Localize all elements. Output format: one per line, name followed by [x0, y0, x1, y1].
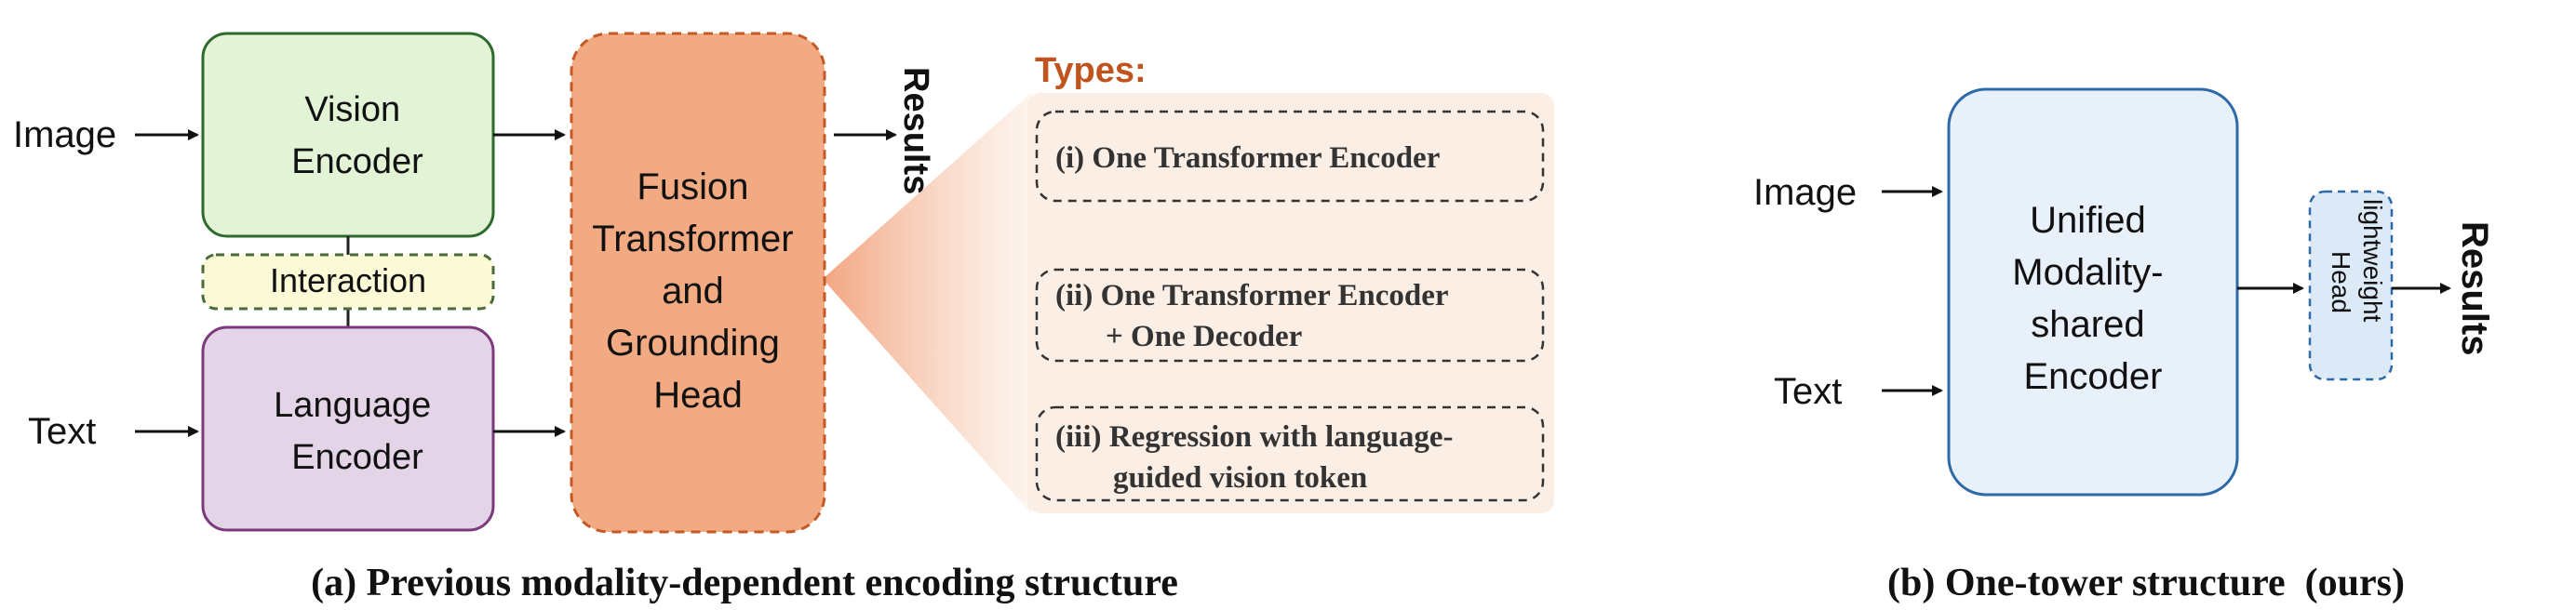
- text-input-label: Text: [28, 411, 96, 452]
- results-label-b: Results: [2454, 221, 2495, 356]
- fusion-grounding-head-box: [570, 32, 826, 534]
- image-input-label: Image: [13, 114, 116, 155]
- expansion-fan: [823, 93, 1031, 513]
- type-3-box: [1035, 405, 1545, 502]
- interaction-box: [201, 253, 495, 311]
- image-input-label-b: Image: [1753, 172, 1857, 213]
- type-1-label: (i) One Transformer Encoder: [1055, 141, 1440, 175]
- type-3-label: (iii) Regression with language- guided v…: [1055, 420, 1461, 495]
- interaction-label: Interaction: [270, 261, 426, 299]
- caption-a: (a) Previous modality-dependent encoding…: [311, 562, 1178, 604]
- panel-a: Image Text Vision Encoder Interaction La…: [13, 32, 1554, 604]
- language-encoder-box: [201, 325, 495, 532]
- language-encoder-label: Language Encoder: [274, 386, 441, 477]
- type-1-box: [1035, 110, 1545, 203]
- lightweight-head-box: [2308, 190, 2394, 381]
- types-panel: [1027, 93, 1554, 513]
- vision-encoder-box: [201, 32, 495, 238]
- type-2-label: (ii) One Transformer Encoder + One Decod…: [1055, 279, 1456, 353]
- panel-b: Image Text Unified Modality- shared Enco…: [1753, 87, 2495, 604]
- unified-encoder-box: [1947, 87, 2239, 497]
- type-2-box: [1035, 268, 1545, 363]
- fusion-grounding-head-label: Fusion Transformer and Grounding Head: [592, 166, 803, 416]
- unified-encoder-label: Unified Modality- shared Encoder: [2012, 200, 2173, 397]
- lightweight-head-line2: Head: [2327, 251, 2355, 313]
- vision-encoder-label: Vision Encoder: [291, 90, 423, 181]
- types-title: Types:: [1035, 51, 1147, 90]
- caption-b: (b) One-tower structure (ours): [1887, 562, 2405, 604]
- lightweight-head-line1: lightweight: [2358, 199, 2387, 323]
- text-input-label-b: Text: [1774, 371, 1842, 412]
- results-label-a: Results: [896, 67, 935, 194]
